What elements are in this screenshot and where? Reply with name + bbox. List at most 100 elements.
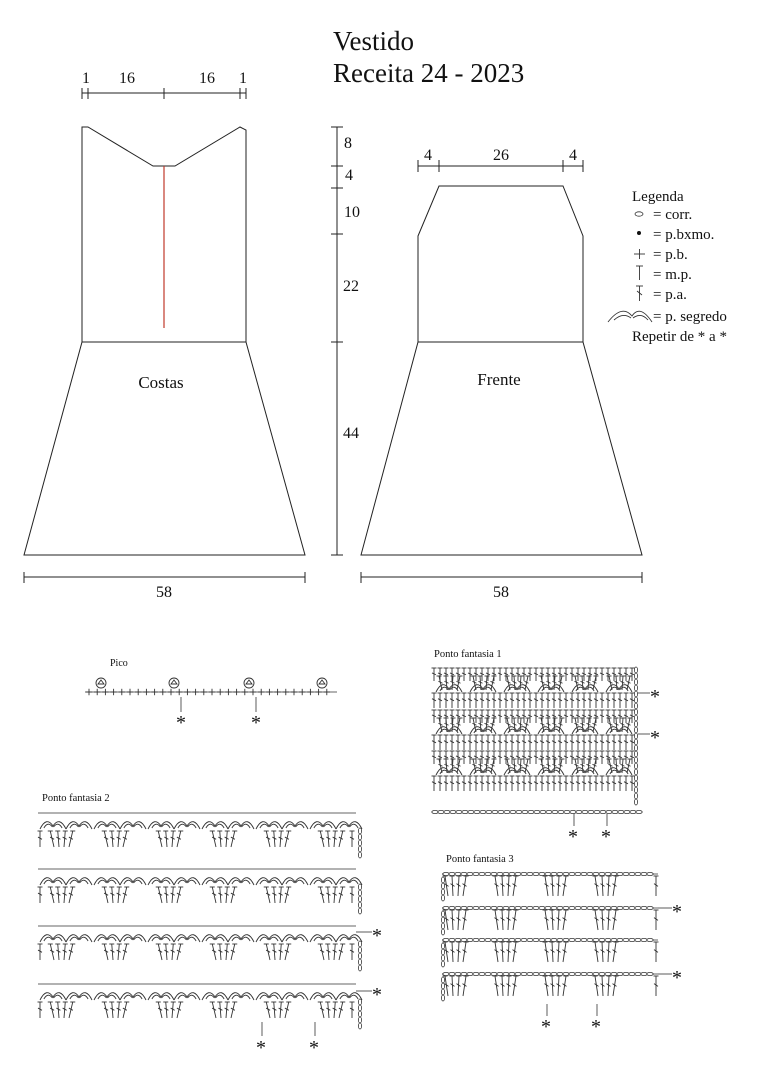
- double-crochet-icon: [653, 941, 659, 962]
- single-crochet-icon: [315, 688, 322, 696]
- double-crochet-icon: [473, 750, 479, 764]
- secret-stitch-icon: [255, 877, 283, 886]
- double-crochet-icon: [485, 734, 491, 750]
- double-crochet-icon: [509, 775, 515, 791]
- chain-stitch-icon: [545, 810, 553, 815]
- double-crochet-icon: [629, 709, 635, 723]
- secret-stitch-icon: [173, 992, 201, 1001]
- chain-stitch-icon: [580, 938, 588, 943]
- double-crochet-icon: [224, 943, 230, 961]
- double-crochet-icon: [449, 734, 455, 750]
- double-crochet-icon: [284, 886, 292, 904]
- double-crochet-icon: [263, 1001, 271, 1019]
- chain-stitch-icon: [503, 810, 511, 815]
- chain-stitch-icon: [357, 883, 362, 891]
- back-piece: Costas: [23, 126, 306, 556]
- chain-stitch-icon: [532, 972, 540, 977]
- double-crochet-icon: [599, 775, 605, 791]
- chain-stitch-icon: [514, 938, 522, 943]
- double-crochet-icon: [515, 692, 521, 708]
- chain-stitch-icon: [610, 872, 618, 877]
- double-crochet-icon: [485, 709, 491, 723]
- chain-stitch-icon: [357, 946, 362, 954]
- secret-stitch-icon: [119, 934, 147, 943]
- secret-stitch-icon: [39, 992, 67, 1001]
- secret-stitch-icon: [255, 992, 283, 1001]
- double-crochet-icon: [509, 709, 515, 723]
- back-width-label: 58: [156, 584, 172, 601]
- chain-stitch-icon: [592, 972, 600, 977]
- double-crochet-icon: [47, 830, 55, 848]
- double-crochet-icon: [552, 675, 558, 691]
- chain-stitch-icon: [479, 810, 487, 815]
- chain-stitch-icon: [568, 872, 576, 877]
- single-crochet-icon: [192, 688, 199, 696]
- secret-stitch-icon: [147, 821, 175, 830]
- f2-repeat-star-1: *: [372, 925, 382, 947]
- secret-stitch-icon: [173, 821, 201, 830]
- chain-stitch-icon: [484, 872, 492, 877]
- double-crochet-icon: [653, 909, 659, 930]
- chain-stitch-icon: [532, 906, 540, 911]
- double-crochet-icon: [449, 750, 455, 764]
- chain-stitch-icon: [440, 882, 445, 890]
- double-crochet-icon: [509, 667, 515, 681]
- chain-stitch-icon: [563, 810, 571, 815]
- chain-stitch-icon: [574, 972, 582, 977]
- double-crochet-icon: [599, 909, 605, 931]
- double-crochet-icon: [515, 750, 521, 764]
- chain-stitch-icon: [357, 895, 362, 903]
- chain-stitch-icon: [502, 938, 510, 943]
- chain-stitch-icon: [460, 872, 468, 877]
- secret-stitch-icon: [309, 992, 337, 1001]
- double-crochet-icon: [461, 709, 467, 723]
- double-crochet-icon: [504, 758, 511, 774]
- fantasia1-chart: Ponto fantasia 1 * * * *: [431, 649, 660, 848]
- double-crochet-icon: [569, 692, 575, 708]
- double-crochet-icon: [593, 775, 599, 791]
- double-crochet-icon: [539, 734, 545, 750]
- chain-stitch-icon: [610, 938, 618, 943]
- double-crochet-icon: [539, 709, 545, 723]
- double-crochet-icon: [455, 709, 461, 723]
- double-crochet-icon: [611, 692, 617, 708]
- single-crochet-icon: [266, 688, 273, 696]
- chain-stitch-icon: [628, 972, 636, 977]
- double-crochet-icon: [545, 734, 551, 750]
- double-crochet-icon: [539, 775, 545, 791]
- chain-stitch-icon: [634, 672, 639, 680]
- double-crochet-icon: [620, 675, 626, 691]
- secret-stitch-icon: [255, 934, 283, 943]
- chain-stitch-icon: [574, 906, 582, 911]
- f3-repeat-star-1: *: [672, 901, 682, 923]
- legend-heading: Legenda: [632, 189, 684, 205]
- front-dim-4b: 4: [569, 147, 577, 164]
- double-crochet-icon: [217, 943, 223, 961]
- front-top-dimension: 4 26 4: [417, 147, 584, 172]
- double-crochet-icon: [617, 709, 623, 723]
- chain-stitch-icon: [634, 780, 639, 788]
- front-dim-26: 26: [493, 147, 509, 164]
- double-crochet-icon: [431, 709, 437, 723]
- fantasia3-title: Ponto fantasia 3: [446, 854, 514, 865]
- chain-stitch-icon: [491, 810, 499, 815]
- secret-stitch-icon: [147, 992, 175, 1001]
- double-crochet-icon: [581, 750, 587, 764]
- double-crochet-icon: [587, 709, 593, 723]
- secret-stitch-icon: [93, 877, 121, 886]
- secret-stitch-icon: [147, 934, 175, 943]
- secret-stitch-icon: [335, 877, 363, 886]
- chain-stitch-icon: [634, 738, 639, 746]
- chain-stitch-icon: [587, 810, 595, 815]
- double-crochet-icon: [470, 675, 477, 691]
- chain-stitch-icon: [544, 938, 552, 943]
- chain-stitch-icon: [550, 872, 558, 877]
- double-crochet-icon: [450, 758, 456, 774]
- chain-stitch-icon: [442, 872, 450, 877]
- chain-stitch-icon: [544, 972, 552, 977]
- chain-stitch-icon: [440, 994, 445, 1002]
- double-crochet-icon: [101, 943, 109, 961]
- chain-stitch-icon: [431, 810, 439, 815]
- double-crochet-icon: [518, 758, 524, 774]
- double-crochet-icon: [562, 975, 569, 997]
